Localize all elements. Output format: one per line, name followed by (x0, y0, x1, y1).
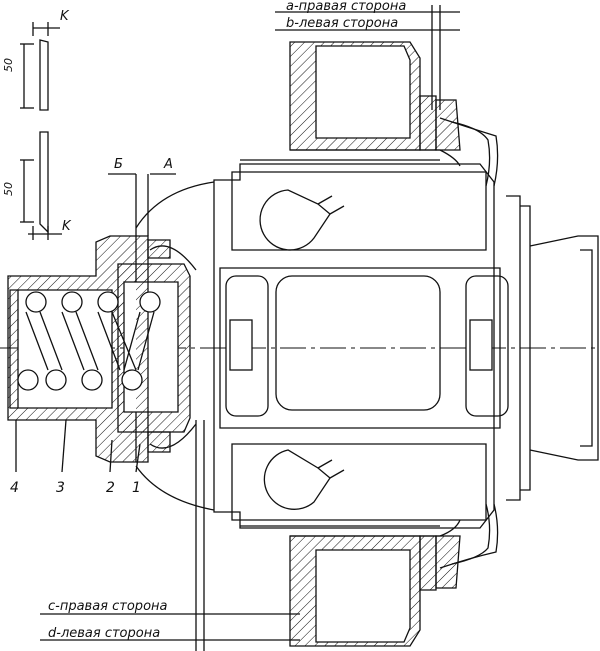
leaders (15, 419, 141, 473)
label-b-left: b-левая сторона (286, 16, 398, 31)
label-b-mark: Б (114, 157, 123, 172)
label-dim-bottom: 50 (2, 182, 15, 196)
label-part-3: 3 (56, 480, 65, 496)
label-part-2: 2 (106, 480, 115, 496)
label-c-right: c-правая сторона (48, 599, 168, 614)
label-a-mark: А (163, 157, 173, 172)
gauge-bottom (20, 131, 62, 240)
label-d-left: d-левая сторона (48, 626, 160, 641)
gauge-top (20, 22, 60, 111)
main-body (213, 163, 599, 529)
top-flange (240, 41, 499, 187)
label-dim-top: 50 (2, 58, 15, 72)
dimension-cd (40, 420, 300, 651)
label-part-1: 1 (132, 480, 141, 496)
bottom-flange (240, 503, 499, 647)
label-k-bottom: K (62, 219, 72, 234)
upper-lock-ring (259, 189, 345, 251)
lower-lock-ring (263, 449, 345, 510)
dimension-ab (275, 5, 460, 110)
label-part-4: 4 (10, 480, 19, 496)
spring-coils (17, 291, 161, 391)
label-a-right: a-правая сторона (286, 0, 406, 14)
section-marks (108, 173, 176, 236)
label-k-top: K (60, 9, 70, 24)
center-window (219, 267, 509, 429)
